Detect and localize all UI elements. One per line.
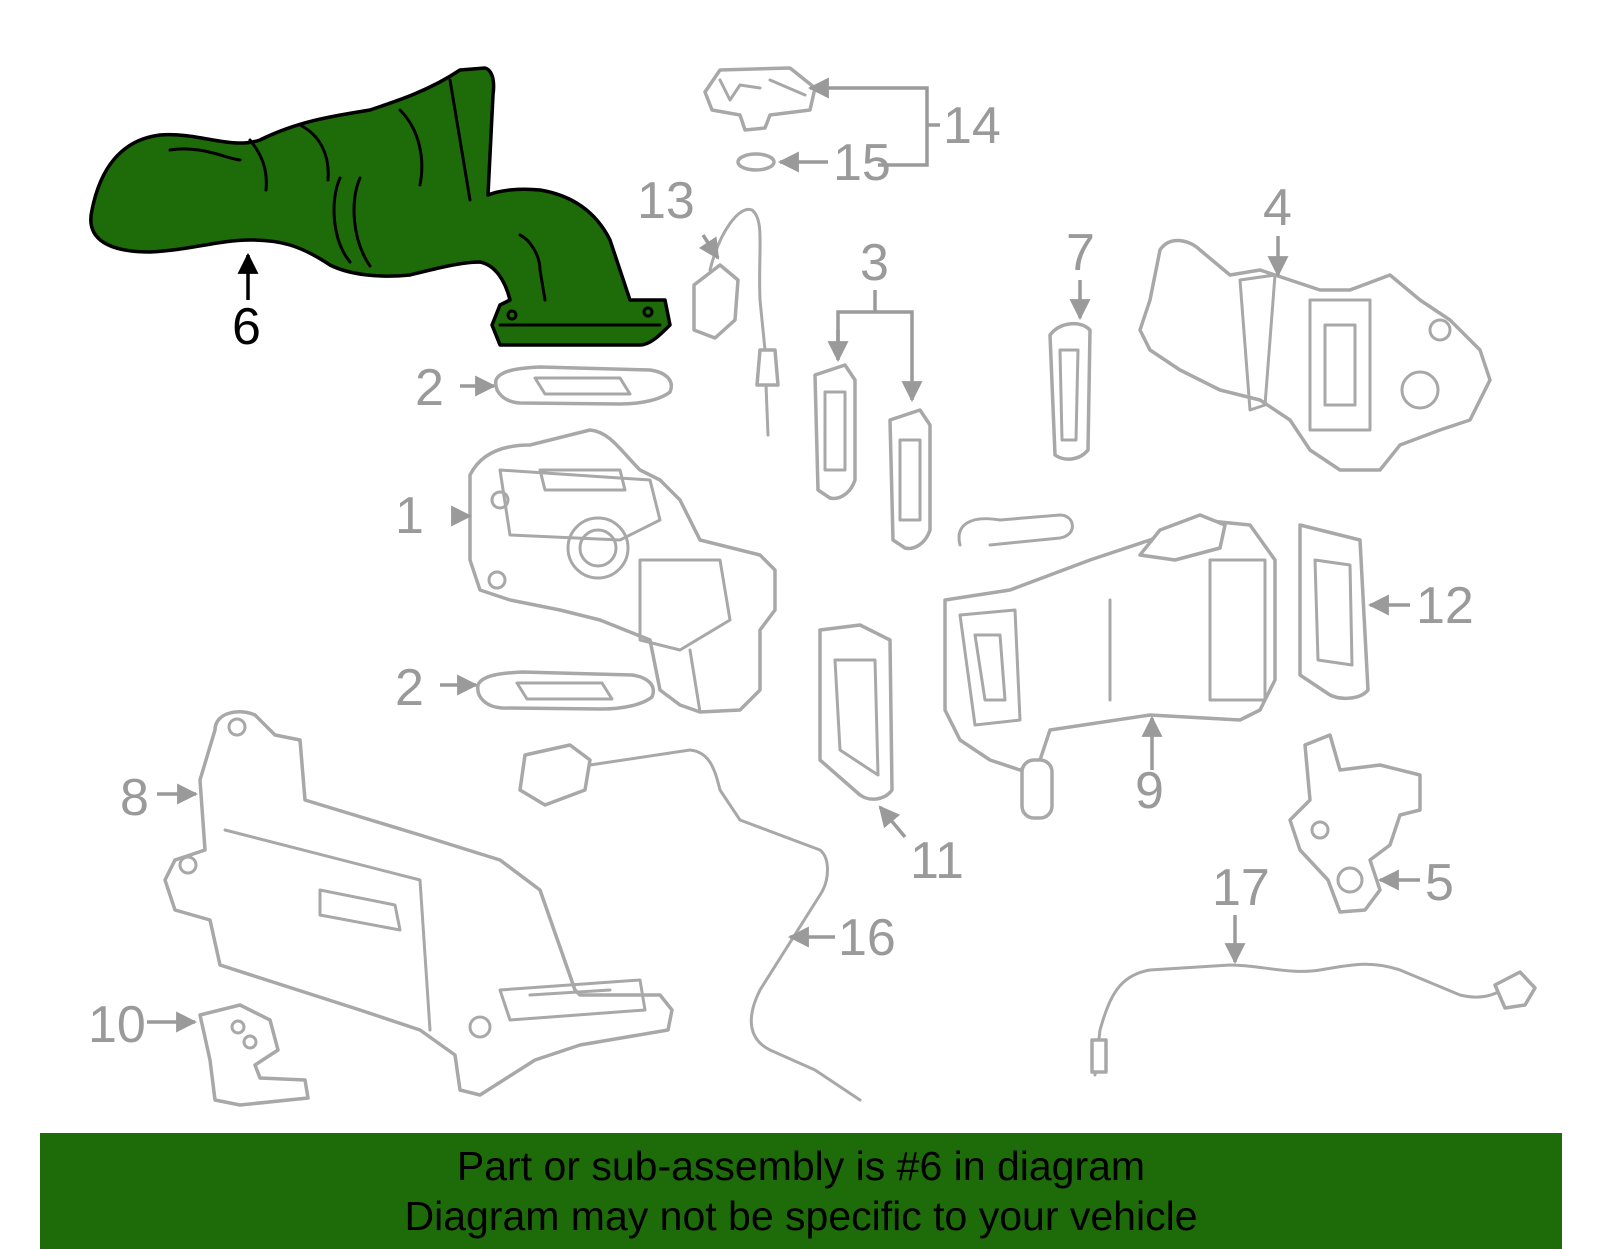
part-6-egr-tube[interactable] — [89, 66, 672, 347]
callout-5: 5 — [1425, 854, 1454, 912]
part-10-bracket[interactable] — [198, 1003, 310, 1107]
part-2-gasket-upper[interactable] — [494, 365, 673, 406]
banner-line-2: Diagram may not be specific to your vehi… — [404, 1193, 1198, 1239]
callout-15: 15 — [833, 134, 891, 192]
banner-line-1: Part or sub-assembly is #6 in diagram — [456, 1143, 1146, 1189]
callout-8: 8 — [120, 769, 149, 827]
info-banner: Part or sub-assembly is #6 in diagram Di… — [40, 1133, 1562, 1249]
callout-13: 13 — [637, 172, 695, 230]
part-2-gasket-lower[interactable] — [476, 670, 655, 711]
callout-1: 1 — [395, 487, 424, 545]
part-11-gasket[interactable] — [818, 623, 894, 801]
callout-7: 7 — [1066, 224, 1095, 282]
callout-16: 16 — [838, 909, 896, 967]
part-5-bracket[interactable] — [1288, 733, 1422, 914]
callout-10: 10 — [88, 996, 146, 1054]
callout-2-lower: 2 — [395, 659, 424, 717]
part-17-sensor[interactable] — [1090, 962, 1537, 1077]
part-8-cooler-housing[interactable] — [163, 710, 674, 1097]
callout-11: 11 — [910, 832, 964, 890]
part-12-gasket[interactable] — [1298, 523, 1370, 701]
parts-diagram: 6 1 2 2 3 4 5 7 8 9 10 11 12 13 14 15 16… — [88, 66, 1537, 1107]
part-3-gasket-left[interactable] — [813, 363, 857, 501]
callout-17: 17 — [1212, 859, 1270, 917]
part-15-o-ring[interactable] — [736, 152, 776, 172]
callout-3: 3 — [860, 234, 889, 292]
callout-6: 6 — [232, 298, 261, 356]
callout-9: 9 — [1135, 762, 1164, 820]
part-9-egr-cooler[interactable] — [943, 513, 1277, 820]
part-1-egr-valve[interactable] — [468, 428, 777, 714]
part-3-gasket-right[interactable] — [888, 408, 932, 551]
callout-12: 12 — [1416, 577, 1474, 635]
callout-4: 4 — [1263, 179, 1292, 237]
part-16-sensor[interactable] — [518, 743, 862, 1102]
part-14-pressure-sensor[interactable] — [703, 66, 817, 132]
part-4-egr-actuator[interactable] — [1138, 238, 1492, 472]
callout-14: 14 — [943, 97, 1001, 155]
part-7-gasket[interactable] — [1048, 322, 1092, 461]
leader-lines — [147, 77, 1420, 1033]
callout-labels: 6 1 2 2 3 4 5 7 8 9 10 11 12 13 14 15 16… — [88, 97, 1474, 1054]
callout-2-upper: 2 — [415, 359, 444, 417]
part-13-temperature-sensor[interactable] — [692, 207, 780, 437]
